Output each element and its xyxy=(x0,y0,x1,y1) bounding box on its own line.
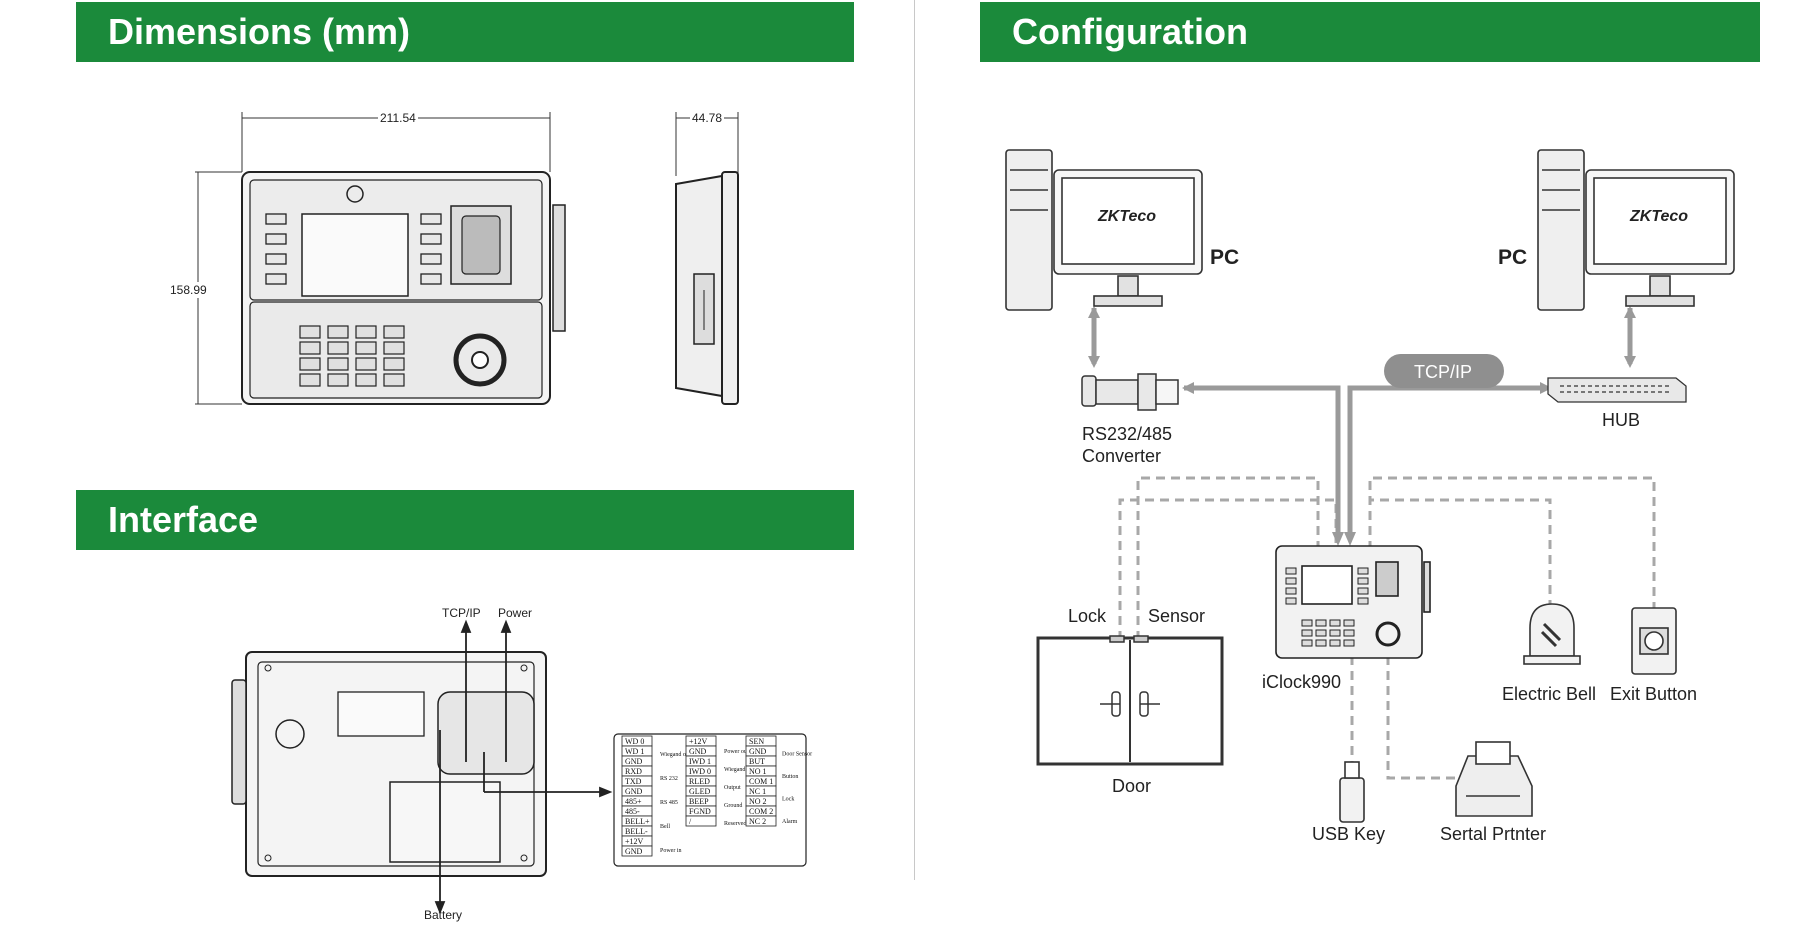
converter-label-1: RS232/485 xyxy=(1082,424,1173,444)
sensor-label: Sensor xyxy=(1148,606,1206,626)
terminal-pin-label: GLED xyxy=(689,787,711,796)
door-label: Door xyxy=(1112,776,1152,796)
terminal-pin-label: GND xyxy=(749,747,767,756)
terminal-group-note: Ground xyxy=(724,803,742,809)
tcpip-pill-label: TCP/IP xyxy=(1414,362,1473,382)
usb-key-icon xyxy=(1339,761,1365,823)
terminal-pin-label: 485+ xyxy=(625,797,642,806)
terminal-pin-label: RLED xyxy=(689,777,710,786)
dimensions-banner: Dimensions (mm) xyxy=(76,2,854,62)
terminal-pin-label: +12V xyxy=(689,737,708,746)
terminal-group-note: Bell xyxy=(660,824,670,830)
configuration-banner: Configuration xyxy=(980,2,1760,62)
dim-width-label: 211.54 xyxy=(378,111,418,125)
bell-icon xyxy=(1523,603,1581,665)
terminal-group-note: Lock xyxy=(782,796,794,802)
electric-bell-label: Electric Bell xyxy=(1502,684,1597,704)
terminal-pin-label: WD 0 xyxy=(625,737,644,746)
interface-power-label: Power xyxy=(498,606,533,620)
terminal-pin-label: WD 1 xyxy=(625,747,644,756)
side-view-device xyxy=(675,171,739,405)
door-icon xyxy=(1036,636,1224,766)
terminal-pin-label: IWD 1 xyxy=(689,757,711,766)
front-keypad xyxy=(299,325,405,387)
interface-battery-label: Battery xyxy=(424,908,463,922)
interface-tcpip-label: TCP/IP xyxy=(442,606,481,620)
terminal-pin-label: FGND xyxy=(689,807,711,816)
terminal-pin-label: / xyxy=(689,817,692,826)
terminal-group-note: RS 485 xyxy=(660,800,678,806)
terminal-pin-label: BUT xyxy=(749,757,765,766)
exit-button-label: Exit Button xyxy=(1610,684,1698,704)
terminal-group-note: Wiegand out xyxy=(660,752,691,758)
interface-banner: Interface xyxy=(76,490,854,550)
terminal-group-note: Reserved xyxy=(724,821,746,827)
terminal-pin-label: NC 1 xyxy=(749,787,766,796)
terminal-pin-label: 485- xyxy=(625,807,640,816)
terminal-pin-label: IWD 0 xyxy=(689,767,711,776)
right-pc xyxy=(1537,149,1735,311)
tcpip-pill xyxy=(1384,354,1504,388)
terminal-group-note: RS 232 xyxy=(660,776,678,782)
left-pc xyxy=(1005,149,1203,311)
terminal-group-note: Alarm xyxy=(782,819,798,825)
left-pc-label: PC xyxy=(1210,246,1240,269)
dimensions-drawings xyxy=(195,112,739,405)
left-pc-brand: ZKTeco xyxy=(1098,208,1157,225)
terminal-pin-label: GND xyxy=(625,757,643,766)
right-pc-label: PC xyxy=(1498,246,1528,269)
terminal-pin-label: SEN xyxy=(749,737,764,746)
printer-icon xyxy=(1455,741,1533,817)
terminal-pin-label: NO 1 xyxy=(749,767,767,776)
front-side-buttons xyxy=(265,213,442,285)
right-pc-brand: ZKTeco xyxy=(1630,208,1689,225)
terminal-pin-box xyxy=(745,815,777,827)
terminal-pin-box xyxy=(621,845,653,857)
terminal-pin-label: +12V xyxy=(625,837,644,846)
dim-height-label: 158.99 xyxy=(170,282,207,298)
terminal-group-note: Wiegand in xyxy=(724,767,752,773)
terminal-group-note: Door Sensor xyxy=(782,751,812,757)
lock-label: Lock xyxy=(1068,606,1107,626)
terminal-group-note: Output xyxy=(724,785,741,791)
terminal-pin-label: NC 2 xyxy=(749,817,766,826)
dashed-wiring xyxy=(1118,476,1656,782)
usb-key-label: USB Key xyxy=(1312,824,1386,844)
dim-depth-label: 44.78 xyxy=(690,111,725,125)
terminal-pin-label: GND xyxy=(625,787,643,796)
terminal-pin-label: BEEP xyxy=(689,797,709,806)
exit-button-icon xyxy=(1631,607,1677,675)
device-label: iClock990 xyxy=(1262,672,1342,692)
terminal-group-note: Button xyxy=(782,774,798,780)
rear-panel xyxy=(231,651,547,877)
converter-icon xyxy=(1081,373,1179,411)
terminal-pin-label: NO 2 xyxy=(749,797,767,806)
column-divider xyxy=(914,0,915,880)
hub-icon xyxy=(1547,377,1687,403)
terminal-pin-label: TXD xyxy=(625,777,642,786)
network-connectors xyxy=(1091,308,1633,540)
terminal-group-note: Power in xyxy=(660,848,682,854)
terminal-pin-label: GND xyxy=(689,747,707,756)
converter-label-2: Converter xyxy=(1082,446,1162,466)
front-nav-pad xyxy=(453,333,507,387)
terminal-pin-label: BELL- xyxy=(625,827,648,836)
terminal-pin-box xyxy=(685,815,717,827)
terminal-pin-label: RXD xyxy=(625,767,642,776)
terminal-pin-label: COM 2 xyxy=(749,807,773,816)
terminal-pin-label: GND xyxy=(625,847,643,856)
printer-label: Sertal Prtnter xyxy=(1440,824,1547,844)
hub-label: HUB xyxy=(1602,410,1641,430)
terminal-group-note: Power out xyxy=(724,749,749,755)
terminal-pin-label: BELL+ xyxy=(625,817,650,826)
interface-drawing: WD 0WD 1GNDRXDTXDGND485+485-BELL+BELL-+1… xyxy=(231,619,812,915)
terminal-pin-label: COM 1 xyxy=(749,777,773,786)
